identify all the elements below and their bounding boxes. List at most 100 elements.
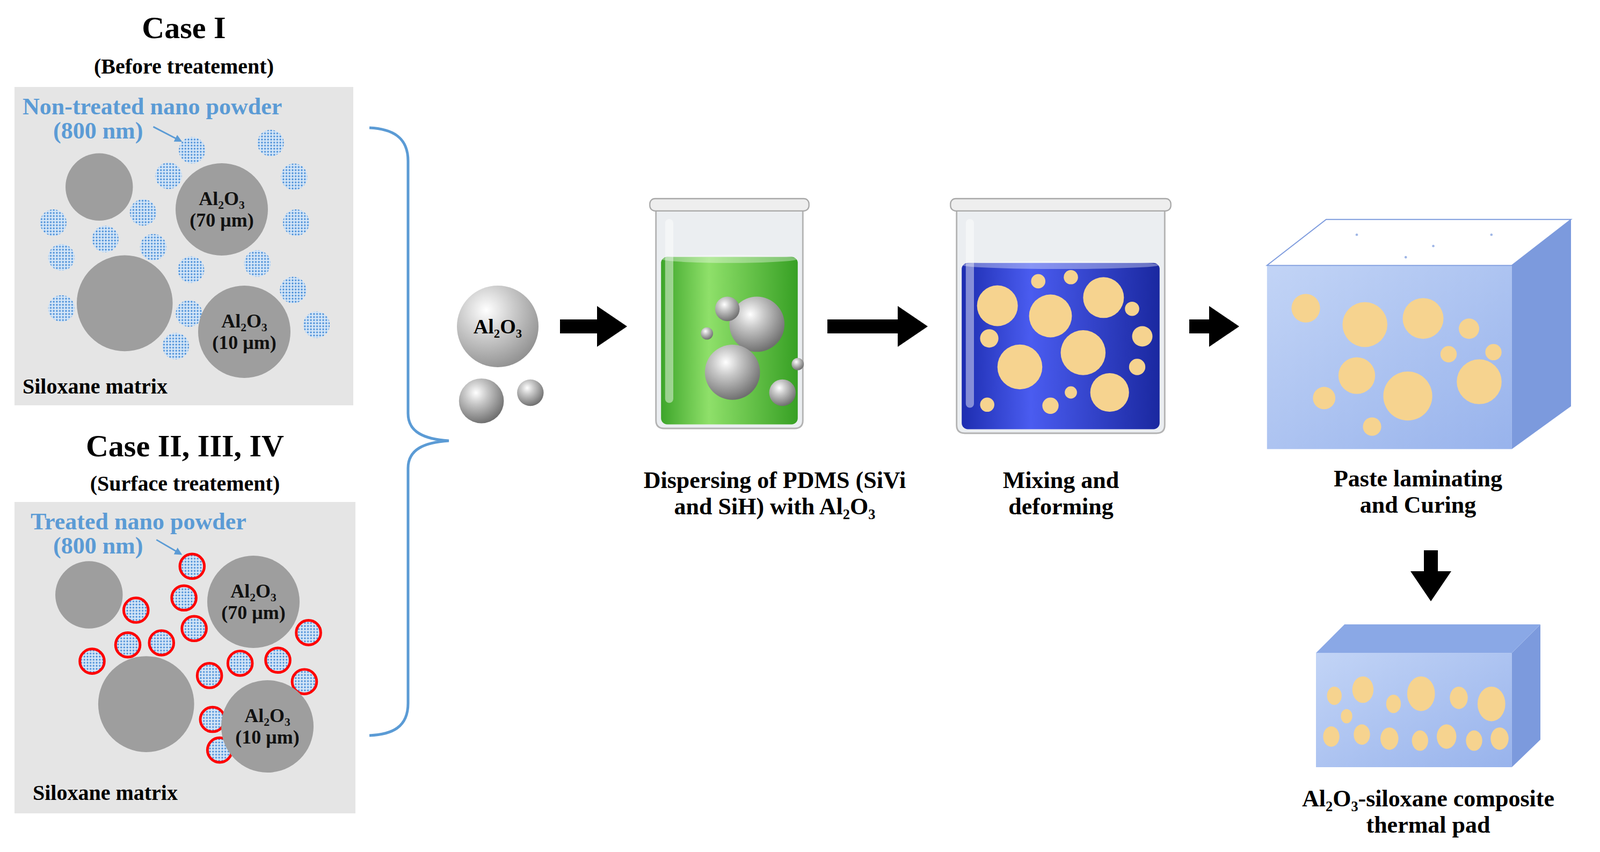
treated-nano-powder [149, 630, 174, 656]
alumina-sphere [791, 358, 804, 371]
leader-arrow [156, 539, 181, 555]
filler-particle [1340, 709, 1352, 724]
speck [1355, 233, 1359, 237]
particle-label: Al₂O₃ (70 μm) [185, 187, 259, 232]
text-slot: Paste laminating and Curing [1321, 465, 1515, 519]
nano-powder [280, 163, 308, 191]
treated-nano-powder [182, 616, 207, 642]
callout-label: Treated nano powder (800 nm) [30, 510, 273, 559]
label-slot: Non-treated nano powder (800 nm) [22, 95, 313, 144]
filler-particle [979, 397, 995, 413]
beaker-illustration [953, 198, 1168, 434]
beaker-rim [649, 198, 809, 212]
alumina-sphere [459, 378, 505, 424]
text-slot: Al₂O₃-siloxane composite thermal pad [1267, 785, 1590, 839]
text-slot: Al₂O₃ (10 μm) [208, 310, 281, 354]
alumina-sphere [704, 344, 761, 400]
nano-powder [177, 256, 205, 283]
nano-powder [162, 332, 189, 360]
filler-particle [1082, 277, 1124, 318]
alumina-particle: Al₂O₃ (10 μm) [198, 285, 291, 378]
nano-powder [48, 295, 75, 322]
beaker-rim [950, 198, 1171, 212]
filler-particle [1458, 318, 1480, 339]
beaker-glare [965, 219, 974, 409]
filler-particle [1386, 694, 1401, 714]
filler-particle [1132, 326, 1153, 347]
filler-particle [1291, 294, 1320, 323]
nano-powder [257, 129, 284, 157]
filler-particle [979, 329, 999, 348]
alumina-particle [65, 153, 133, 221]
filler-particle [1449, 686, 1468, 710]
process-arrow [827, 319, 900, 334]
particle-label: Al₂O₃ [473, 315, 522, 339]
speck [1431, 244, 1435, 248]
treated-nano-powder [227, 651, 253, 676]
filler-particle [1322, 726, 1340, 747]
filler-particle [1465, 730, 1482, 752]
text-slot: Siloxane matrix [32, 781, 302, 806]
text-slot: Siloxane matrix [22, 374, 292, 399]
filler-particle [1490, 727, 1509, 751]
step-caption: Mixing and deforming [975, 467, 1147, 521]
nano-powder [129, 199, 157, 226]
filler-particle [1352, 676, 1374, 703]
filler-particle [1030, 274, 1046, 289]
beaker-liquid [660, 256, 798, 425]
beaker-glass [956, 208, 1166, 434]
speck [1490, 233, 1494, 237]
filler-particle [1456, 359, 1502, 405]
text-slot: (Before treatement) [14, 54, 354, 79]
nano-powder [282, 209, 310, 236]
pad-front [1315, 652, 1512, 768]
nano-powder [40, 209, 67, 236]
filler-particle [1312, 387, 1336, 410]
case-subtitle: (Surface treatement) [14, 471, 356, 497]
filler-particle [1440, 346, 1457, 363]
text-slot: Dispersing of PDMS (SiVi and SiH) with A… [624, 467, 926, 521]
beaker-illustration [652, 198, 806, 429]
treated-nano-powder [197, 663, 222, 688]
process-beaker: Mixing and deforming [953, 198, 1168, 434]
text-slot: Mixing and deforming [975, 467, 1147, 521]
filler-particle [1412, 730, 1429, 752]
alumina-particle [98, 656, 195, 753]
matrix-label: Siloxane matrix [32, 781, 302, 806]
filler-particle [997, 344, 1043, 390]
text-slot: Case I [14, 10, 354, 46]
treated-nano-powder [80, 649, 105, 674]
text-slot: Al₂O₃ (70 μm) [185, 187, 259, 232]
text-slot: (Surface treatement) [14, 471, 356, 497]
filler-particle [1353, 724, 1370, 745]
filler-particle [1436, 724, 1457, 749]
text-slot: Al₂O₃ (70 μm) [217, 580, 290, 624]
filler-particle [1064, 386, 1078, 399]
thermal-pad-illustration [1315, 624, 1541, 768]
alumina-particle [76, 255, 173, 352]
treated-nano-powder [265, 648, 291, 673]
filler-particle [977, 285, 1018, 327]
nano-powder [178, 136, 206, 164]
step-caption: Al₂O₃-siloxane composite thermal pad [1267, 785, 1590, 839]
pad-top [1315, 624, 1541, 653]
filler-particle [1477, 686, 1506, 722]
filler-particle [1029, 294, 1073, 338]
alumina-sphere [769, 379, 796, 406]
liquid-surface [961, 260, 1160, 269]
case-title: Case II, III, IV [14, 428, 356, 464]
alumina-particle [55, 561, 123, 629]
alumina-particle: Al₂O₃ (70 μm) [207, 555, 300, 649]
case-title: Case I [14, 10, 354, 46]
particle-label: Al₂O₃ (10 μm) [231, 704, 304, 749]
nano-powder [140, 234, 167, 261]
filler-particle [1402, 297, 1444, 339]
beaker-glass [656, 208, 804, 429]
filler-particle [1362, 417, 1381, 436]
paste-block-illustration [1264, 217, 1572, 455]
callout-label: Non-treated nano powder (800 nm) [22, 95, 313, 144]
particle-label: Al₂O₃ (70 μm) [217, 580, 290, 624]
filler-particle [1342, 302, 1388, 348]
nano-powder [48, 244, 75, 271]
